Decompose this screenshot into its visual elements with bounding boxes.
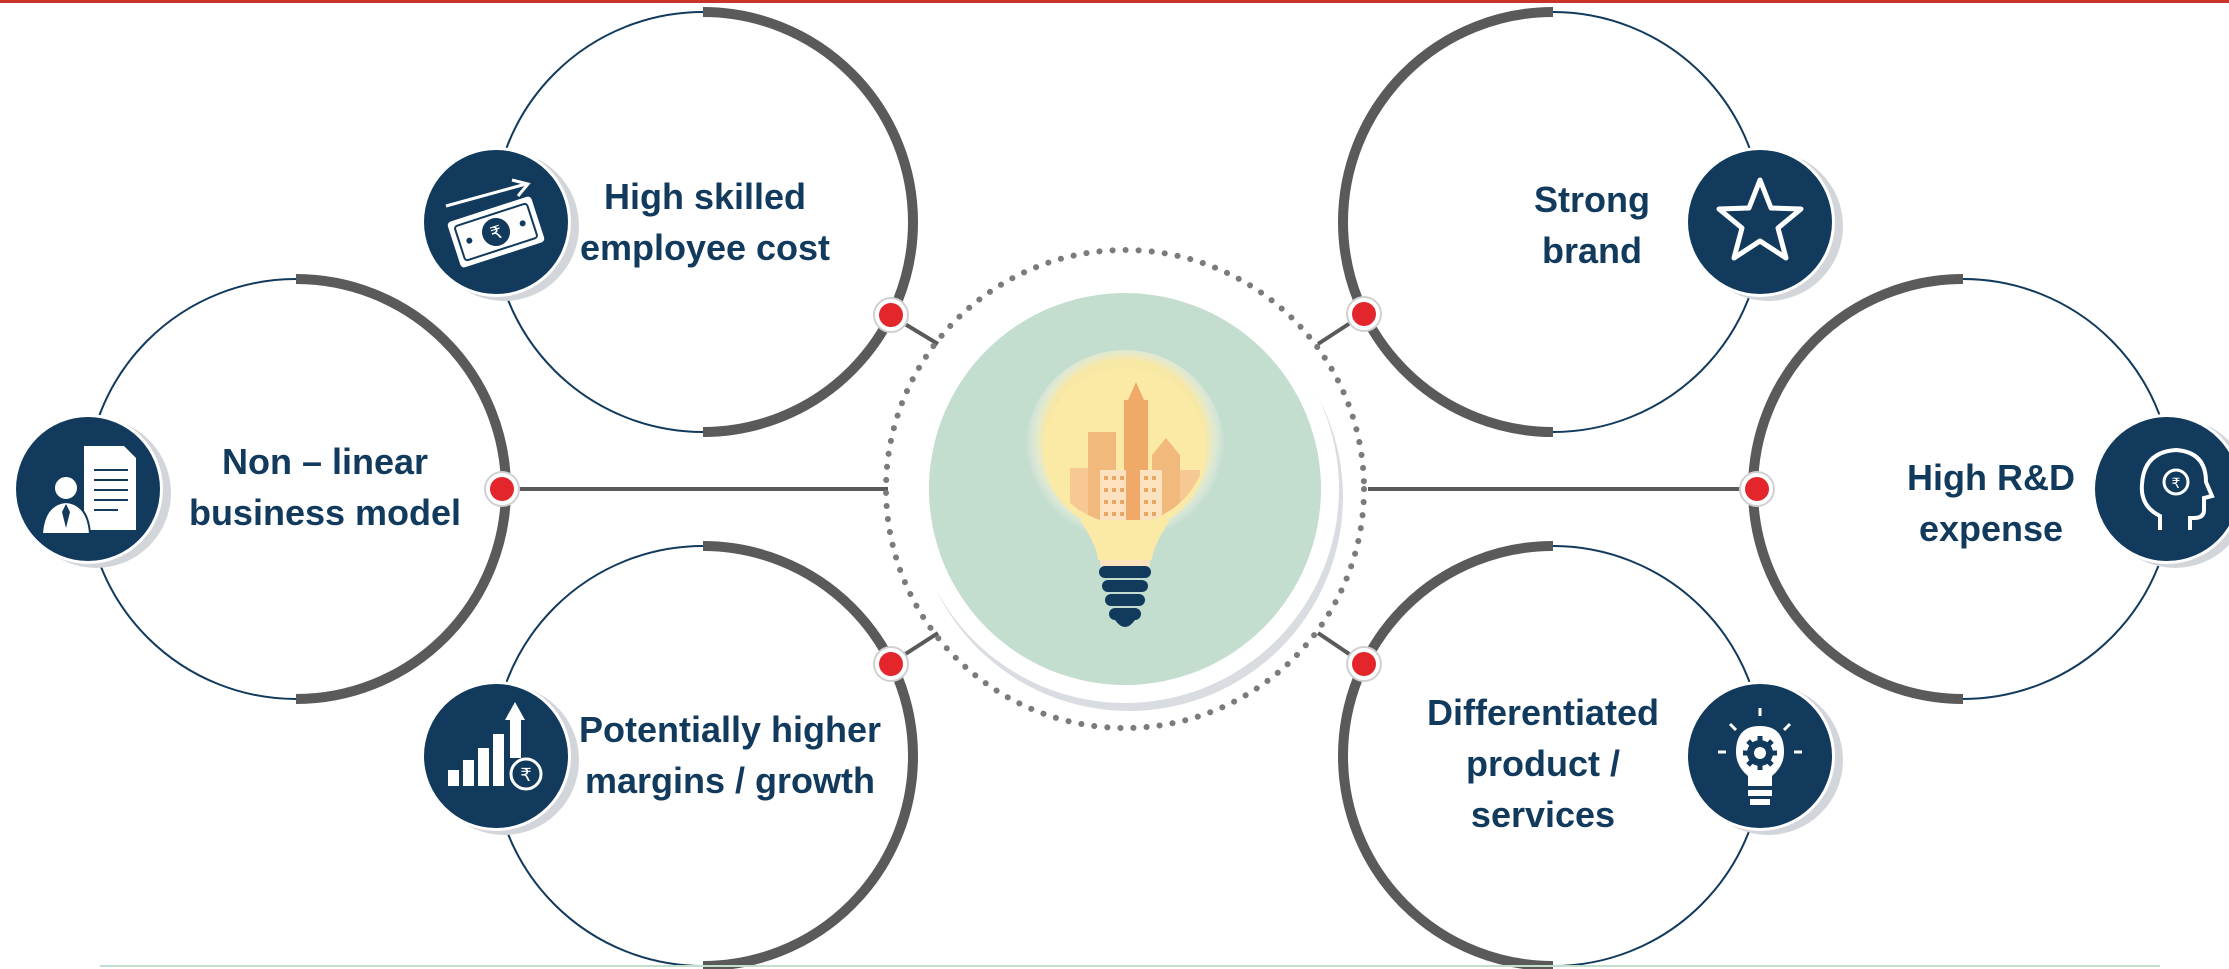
center-hub: [883, 247, 1367, 731]
head-rupee-icon: ₹: [2092, 414, 2229, 568]
lightbulb-city-icon: [1025, 350, 1225, 627]
top-accent-bar: [0, 0, 2229, 3]
center-dotted-ring: [883, 247, 1367, 731]
lightbulb-gear-icon: [1685, 681, 1843, 835]
person-document-icon: [13, 414, 171, 568]
bar-chart-rupee-icon: ₹: [421, 681, 579, 835]
rupee-banknote-icon: ₹: [421, 147, 579, 301]
star-icon: [1685, 147, 1843, 301]
svg-text:₹: ₹: [520, 765, 531, 786]
svg-text:₹: ₹: [2172, 476, 2181, 492]
connection-dots: [484, 296, 1775, 682]
